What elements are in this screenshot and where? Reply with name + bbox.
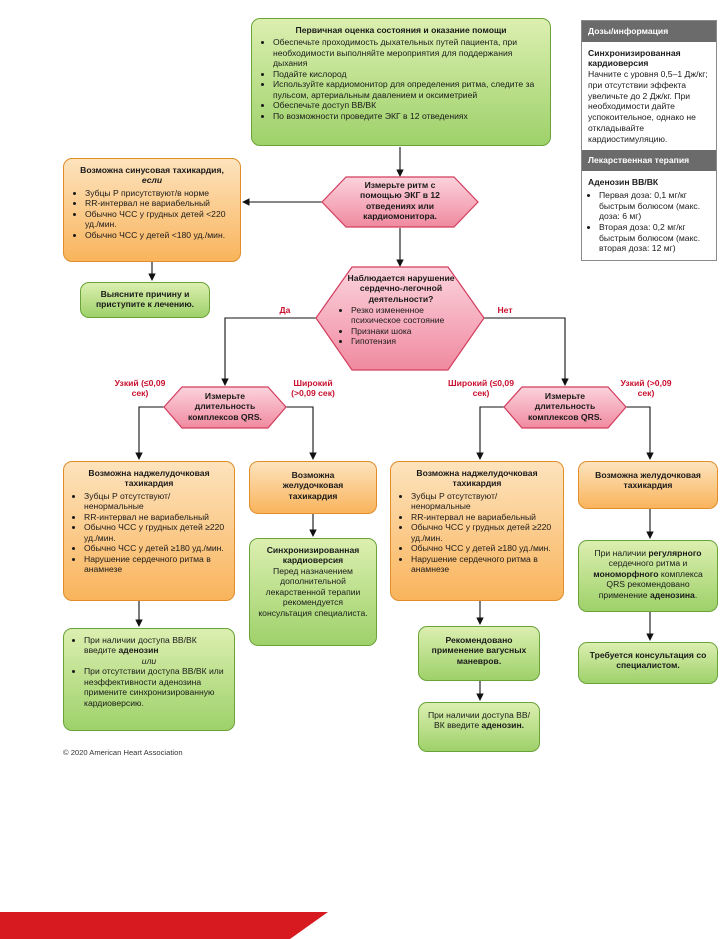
list-item: При отсутствии доступа ВВ/ВК или неэффек… [84,666,227,708]
list-item: RR-интервал не вариабельный [84,512,227,522]
drug-therapy-body: Аденозин ВВ/ВК Первая доза: 0,1 мг/кг бы… [582,171,716,260]
svt-box-left: Возможна наджелудочковая тахикардия Зубц… [63,461,235,601]
list-item: Первая доза: 0,1 мг/кг быстрым болюсом (… [599,190,710,222]
sinus-title-text: Возможна синусовая тахикардия, [80,165,224,175]
vt-box-left: Возможна желудочковая тахикардия [249,461,377,514]
sinus-title: Возможна синусовая тахикардия, если [72,165,232,186]
footer-red-band [0,912,328,939]
compromise-title: Наблюдается нарушение сердечно-легочной … [347,273,455,304]
list-item: Обычно ЧСС у детей ≥180 уд./мин. [84,543,227,553]
regular-bold-3: аденозина [649,589,695,600]
no-label: Нет [497,305,513,315]
adenosine-right-text: При наличии доступа ВВ/ВК введите [427,710,531,731]
adenosine-box-left: При наличии доступа ВВ/ВК введите аденоз… [63,628,235,731]
list-item: Обычно ЧСС у детей <180 уд./мин. [85,230,232,240]
list-item: Резко измененное психическое состояние [351,305,462,326]
side-drug-title: Аденозин ВВ/ВК [588,177,659,188]
compromise-hexagon [315,266,485,371]
doses-info-header: Дозы/информация [582,21,716,42]
svt-box-right: Возможна наджелудочковая тахикардия Зубц… [390,461,564,601]
doses-info-body: Синхронизированная кардиоверсия Начните … [582,42,716,151]
svt-title: Возможна наджелудочковая тахикардия [88,468,210,489]
list-item: Обычно ЧСС у грудных детей ≥220 уд./мин. [411,522,556,543]
initial-assessment-box: Первичная оценка состояния и оказание по… [251,18,551,146]
svt-list: Зубцы P отсутствуют/ ненормальные RR-инт… [398,491,556,575]
list-item: Обеспечьте проходимость дыхательных путе… [273,37,542,68]
list-item: Обеспечьте доступ ВВ/ВК [273,100,542,110]
consult-box: Требуется консультация со специалистом. [578,642,718,684]
yes-label: Да [279,305,291,315]
narrow-label-right: Узкий (>0,09 сек) [620,378,672,399]
vagal-maneuvers-box: Рекомендовано применение вагусных маневр… [418,626,540,681]
regular-bold-2: мономорфного [593,568,659,579]
qrs-hexagon-left [163,386,287,429]
sinus-tachycardia-box: Возможна синусовая тахикардия, если Зубц… [63,158,241,262]
list-item: RR-интервал не вариабельный [411,512,556,522]
wide-label-right: Широкий (≤0,09 сек) [448,378,514,399]
adenosine-left-drug: аденозин [118,645,159,656]
initial-assessment-title: Первичная оценка состояния и оказание по… [295,25,507,35]
narrow-label-left: Узкий (≤0,09 сек) [114,378,166,399]
sync-cardioversion-box: Синхронизированная кардиоверсия Перед на… [249,538,377,646]
list-item: Гипотензия [351,336,462,346]
adenosine-box-right: При наличии доступа ВВ/ВК введите аденоз… [418,702,540,752]
adenosine-left-or: или [141,655,157,666]
doses-info-panel: Дозы/информация Синхронизированная карди… [581,20,717,262]
vt-box-right: Возможна желудочковая тахикардия [578,461,718,509]
sinus-list: Зубцы P присутствуют/в норме RR-интервал… [72,188,232,240]
list-item: Вторая доза: 0,2 мг/кг быстрым болюсом (… [599,222,710,254]
side-drug-list: Первая доза: 0,1 мг/кг быстрым болюсом (… [588,190,710,254]
sinus-title-if: если [141,175,163,186]
list-item: Обычно ЧСС у грудных детей <220 уд./мин. [85,209,232,230]
list-item: RR-интервал не вариабельный [85,198,232,208]
drug-therapy-header: Лекарственная терапия [582,150,716,172]
measure-rhythm-hexagon [321,176,479,228]
adenosine-left-list: При наличии доступа ВВ/ВК введите аденоз… [71,635,227,656]
list-item: По возможности проведите ЭКГ в 12 отведе… [273,111,542,121]
sync-title: Синхронизированная кардиоверсия [266,545,360,566]
list-item: Нарушение сердечного ритма в анамнезе [84,554,227,575]
svt-list: Зубцы P отсутствуют/ ненормальные RR-инт… [71,491,227,575]
qrs-hexagon-right [503,386,627,429]
sync-text: Перед назначением дополнительной лекарст… [258,565,368,618]
list-item: Зубцы P отсутствуют/ ненормальные [84,491,227,512]
regular-text-3: комплекса QRS рекомендовано применение [598,568,703,600]
list-item: Используйте кардиомонитор для определени… [273,79,542,100]
compromise-list: Резко измененное психическое состояние П… [340,305,462,346]
list-item: При наличии доступа ВВ/ВК введите аденоз… [84,635,227,656]
regular-text-2: сердечного ритма и [608,558,688,569]
list-item: Зубцы P присутствуют/в норме [85,188,232,198]
regular-rhythm-box: При наличии регулярного сердечного ритма… [578,540,718,612]
list-item: Нарушение сердечного ритма в анамнезе [411,554,556,575]
list-item: Подайте кислород [273,69,542,79]
regular-bold-1: регулярного [648,548,702,558]
adenosine-left-list-2: При отсутствии доступа ВВ/ВК или неэффек… [71,666,227,708]
side-sync-text: Начните с уровня 0,5–1 Дж/кг; при отсутс… [588,69,708,144]
adenosine-left-text: При наличии доступа ВВ/ВК введите [84,635,197,656]
initial-assessment-list: Обеспечьте проходимость дыхательных путе… [260,37,542,121]
find-cause-box: Выясните причину и приступите к лечению. [80,282,210,318]
list-item: Обычно ЧСС у грудных детей ≥220 уд./мин. [84,522,227,543]
copyright: © 2020 American Heart Association [63,748,183,757]
list-item: Зубцы P отсутствуют/ ненормальные [411,491,556,512]
measure-qrs-left-text: Измерьте длительность комплексов QRS. [188,391,262,422]
adenosine-right-drug: аденозин. [481,720,525,731]
measure-qrs-right-text: Измерьте длительность комплексов QRS. [528,391,602,422]
list-item: Признаки шока [351,326,462,336]
compromise-hexagon-content: Наблюдается нарушение сердечно-легочной … [340,273,462,346]
measure-rhythm-text: Измерьте ритм с помощью ЭКГ в 12 отведен… [360,180,440,221]
list-item: Обычно ЧСС у детей ≥180 уд./мин. [411,543,556,553]
regular-text-1: При наличии [594,548,649,558]
wide-label-left: Широкий (>0,09 сек) [291,378,335,399]
side-sync-title: Синхронизированная кардиоверсия [588,47,681,69]
regular-text-4: . [694,589,698,600]
svt-title: Возможна наджелудочковая тахикардия [416,468,538,489]
